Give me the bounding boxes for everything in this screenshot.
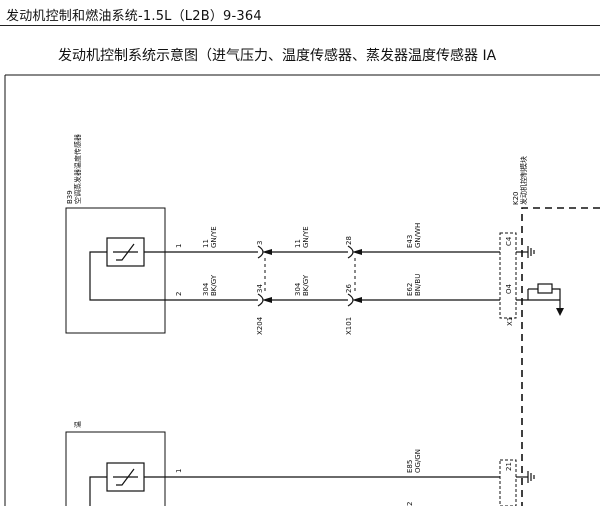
- seg3-top-color: GN/WH: [414, 223, 422, 248]
- x101-arrow-top: [352, 249, 362, 255]
- b39-name: 空调蒸发器温度传感器: [73, 134, 82, 204]
- seg2-top-color: GN/YE: [302, 226, 310, 248]
- b39-internal-wire: [89, 251, 165, 301]
- b39-pin-2: 2: [175, 292, 183, 296]
- lower-pin-2: 2: [406, 502, 414, 506]
- seg3-top-circuit: E43: [406, 235, 414, 248]
- ecm-pullup-resistor: [537, 283, 553, 294]
- header-rule: [0, 25, 600, 26]
- seg2-top-circuit: 11: [294, 239, 302, 248]
- x1-pin-21: 21: [505, 462, 513, 471]
- lower-pin-1: 1: [175, 469, 183, 473]
- x1-connector-box: [499, 232, 517, 319]
- seg2-bottom-circuit: 304: [294, 282, 302, 296]
- seg3-bottom-color: BN/BU: [414, 274, 422, 296]
- x204-arrow-top: [262, 249, 272, 255]
- ecm-reference-arrow: [556, 308, 564, 316]
- k20-module-outline: [521, 207, 600, 506]
- x101-arrow-bottom: [352, 297, 362, 303]
- seg1-top-color: GN/YE: [210, 226, 218, 248]
- b39-pin-1: 1: [175, 244, 183, 248]
- thermistor-slash: [116, 243, 135, 261]
- x204-pin-3: 3: [256, 241, 264, 245]
- b39-id: B39: [66, 190, 74, 204]
- k20-id: K20: [512, 192, 520, 206]
- lower-sensor-box: [65, 431, 166, 506]
- page-title: 发动机控制系统示意图（进气压力、温度传感器、蒸发器温度传感器 IA: [58, 48, 497, 64]
- running-head: 发动机控制和燃油系统-1.5L（L2B）9-364: [6, 9, 262, 24]
- seg1-bottom-circuit: 304: [202, 282, 210, 296]
- lower-sensor-label: 温: [73, 421, 82, 428]
- seg1-bottom-color: BK/GY: [210, 274, 218, 296]
- x101-pin-26: 26: [345, 284, 353, 293]
- lower-top-color: OG/GN: [414, 449, 422, 473]
- x1-pin-o4: O4: [505, 283, 513, 294]
- x101-pin-28: 28: [345, 236, 353, 245]
- seg1-top-circuit: 11: [202, 239, 210, 248]
- x1-lower-connector-box: [499, 459, 517, 506]
- k20-name: 发动机控制模块: [519, 156, 528, 205]
- x101-id: X101: [345, 317, 353, 335]
- lower-top-circuit: E85: [406, 460, 414, 473]
- lower-internal-wire: [89, 476, 107, 506]
- x1-pin-c4: C4: [505, 236, 513, 246]
- lower-thermistor-slash: [116, 468, 135, 486]
- seg2-bottom-color: BK/GY: [302, 274, 310, 296]
- x204-arrow-bottom: [262, 297, 272, 303]
- seg3-bottom-circuit: E62: [406, 283, 414, 296]
- x204-pin-34: 34: [256, 284, 264, 293]
- ecm-resistor-tail: [552, 288, 561, 300]
- x204-id: X204: [256, 316, 264, 335]
- x1-id: X1: [506, 317, 514, 326]
- b39-sensor-box: [65, 207, 166, 334]
